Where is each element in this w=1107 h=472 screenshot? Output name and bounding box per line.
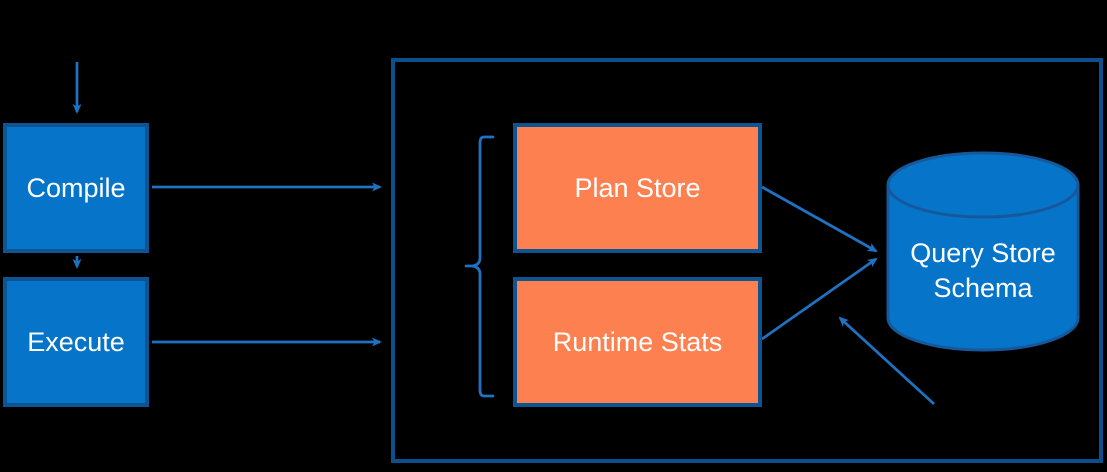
compile-label: Compile bbox=[26, 172, 126, 203]
arrow-runtime-stats-to-schema bbox=[761, 257, 878, 341]
plan-store-node: Plan Store bbox=[513, 123, 762, 253]
database-cylinder-icon bbox=[886, 151, 1080, 352]
cylinder-body bbox=[886, 183, 1080, 352]
compile-node: Compile bbox=[3, 123, 149, 253]
arrow-plan-store-to-schema bbox=[761, 185, 878, 253]
execute-label: Execute bbox=[27, 326, 125, 357]
plan-store-label: Plan Store bbox=[574, 172, 701, 203]
arrow-external-to-schema bbox=[838, 316, 935, 406]
cylinder-top bbox=[886, 151, 1080, 219]
runtime-stats-label: Runtime Stats bbox=[552, 326, 723, 357]
query-store-container-box bbox=[391, 58, 1103, 463]
query-store-schema-label: Query Store Schema bbox=[910, 238, 1056, 303]
grouping-brace bbox=[464, 135, 495, 398]
runtime-stats-node: Runtime Stats bbox=[513, 277, 762, 407]
execute-node: Execute bbox=[3, 277, 149, 407]
